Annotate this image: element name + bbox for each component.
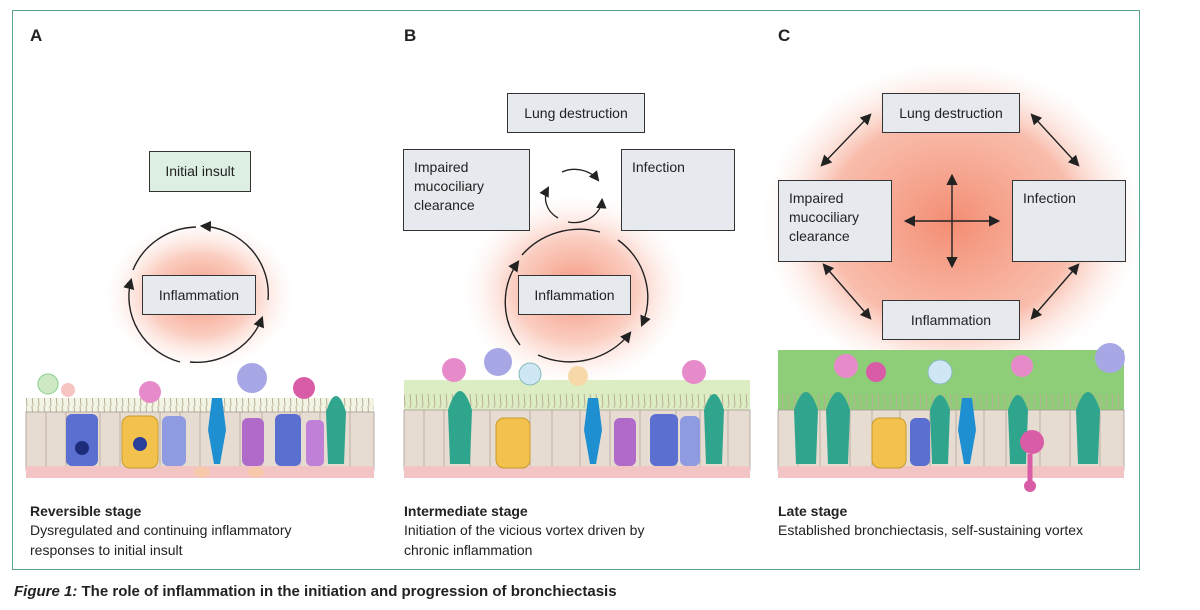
epithelium-c bbox=[777, 343, 1125, 492]
mucociliary-line-2: mucociliary bbox=[414, 177, 485, 194]
figure-caption-text: The role of inflammation in the initiati… bbox=[81, 583, 617, 600]
panel-a-desc-line-1: Dysregulated and continuing inflammatory bbox=[30, 522, 292, 538]
panel-c-infection-box: Infection bbox=[1012, 180, 1126, 262]
panel-a-stage-title: Reversible stage bbox=[30, 503, 142, 519]
figure-caption: Figure 1: The role of inflammation in th… bbox=[14, 583, 617, 600]
panel-b-stage-title: Intermediate stage bbox=[404, 503, 528, 519]
panel-c-letter: C bbox=[778, 26, 791, 45]
panel-b-desc-line-1: Initiation of the vicious vortex driven … bbox=[404, 522, 645, 538]
panel-a-letter: A bbox=[30, 26, 43, 45]
inflammation-cycle-b bbox=[504, 228, 651, 363]
panel-a-stage-description: Dysregulated and continuing inflammatory… bbox=[30, 521, 291, 561]
panel-a-initial-insult-box: Initial insult bbox=[149, 151, 251, 192]
panel-c-lung-destruction-box: Lung destruction bbox=[882, 93, 1020, 133]
figure-label: Figure 1: bbox=[14, 583, 78, 600]
panel-c-mucociliary-box: Impaired mucociliary clearance bbox=[778, 180, 892, 262]
panel-c-stage-title: Late stage bbox=[778, 503, 848, 519]
panel-b-letter: B bbox=[404, 26, 417, 45]
epithelium-a bbox=[25, 363, 375, 478]
inflammation-cycle-a bbox=[123, 220, 269, 363]
panel-b-desc-line-2: chronic inflammation bbox=[404, 541, 533, 558]
panel-b-stage-description: Initiation of the vicious vortex driven … bbox=[404, 521, 644, 561]
mucociliary-line-3: clearance bbox=[414, 196, 475, 213]
mucociliary-line-1: Impaired bbox=[414, 159, 469, 175]
mucociliary-line-2: mucociliary bbox=[789, 208, 860, 225]
panel-a-inflammation-box: Inflammation bbox=[142, 275, 256, 315]
panel-a-artwork bbox=[25, 220, 375, 478]
panel-b-infection-box: Infection bbox=[621, 149, 735, 231]
mucociliary-line-3: clearance bbox=[789, 227, 850, 244]
panel-c-artwork bbox=[762, 62, 1142, 492]
panel-c-inflammation-box: Inflammation bbox=[882, 300, 1020, 340]
panel-b-lung-destruction-box: Lung destruction bbox=[507, 93, 645, 133]
panel-c-stage-description: Established bronchiectasis, self-sustain… bbox=[778, 521, 1083, 541]
epithelium-b bbox=[403, 348, 751, 478]
mini-cycle-b bbox=[539, 168, 607, 224]
panel-c-desc-line-1: Established bronchiectasis, self-sustain… bbox=[778, 522, 1084, 538]
panel-b-mucociliary-box: Impaired mucociliary clearance bbox=[403, 149, 530, 231]
panel-a-desc-line-2: responses to initial insult bbox=[30, 541, 183, 558]
panel-b-inflammation-box: Inflammation bbox=[518, 275, 631, 315]
vortex-arrows-c bbox=[820, 113, 1080, 320]
mucociliary-line-1: Impaired bbox=[789, 190, 844, 206]
